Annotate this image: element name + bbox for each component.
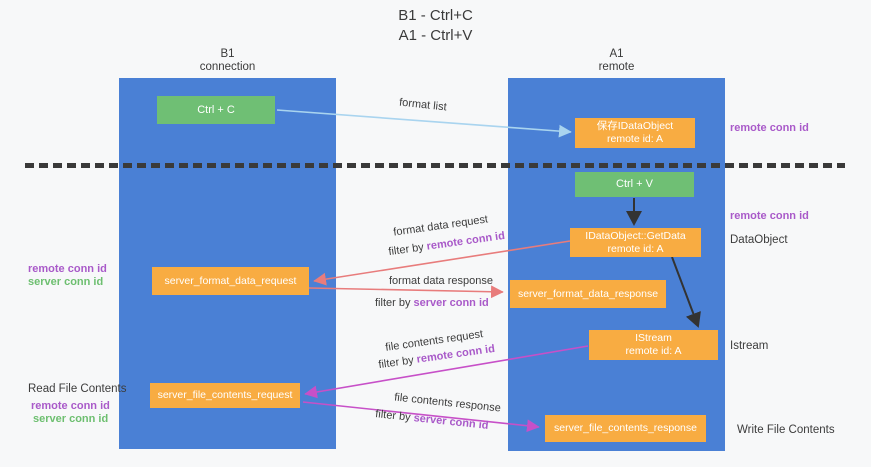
save-idataobject-line1: 保存IDataObject	[596, 120, 674, 132]
format-data-response-label: format data response	[389, 275, 493, 287]
server-file-contents-response-label: server_file_contents_response	[553, 422, 697, 434]
remote-conn-id-text-1: remote conn id	[425, 229, 506, 253]
server-file-contents-request-label: server_file_contents_request	[157, 389, 293, 401]
getdata-line1: IDataObject::GetData	[585, 229, 686, 242]
left-lane-role: connection	[199, 61, 256, 73]
left-server-conn-id-1: server conn id	[28, 276, 104, 288]
save-idataobject-box: 保存IDataObject remote id: A	[575, 118, 695, 148]
server-file-contents-response-box: server_file_contents_response	[545, 415, 706, 442]
filter-by-text-2: filter by	[375, 297, 411, 309]
filter-by-text-4: filter by	[374, 408, 412, 424]
dashed-separator	[25, 163, 845, 168]
left-remote-conn-id-1: remote conn id	[28, 263, 107, 275]
server-file-contents-request-box: server_file_contents_request	[150, 383, 300, 408]
save-idataobject-line2: remote id: A	[606, 133, 664, 145]
getdata-box: IDataObject::GetData remote id: A	[570, 228, 701, 257]
write-file-contents-label: Write File Contents	[737, 424, 835, 436]
dataobject-label: DataObject	[730, 234, 788, 246]
server-format-data-request-label: server_format_data_request	[164, 274, 297, 287]
format-data-response-filter-label: filter by server conn id	[375, 297, 489, 309]
left-remote-conn-id-2: remote conn id	[31, 400, 110, 412]
title-line-1: B1 - Ctrl+C	[398, 7, 473, 24]
istream-line2: remote id: A	[625, 345, 682, 357]
istream-line1: IStream	[635, 332, 672, 344]
server-format-data-response-box: server_format_data_response	[510, 280, 666, 308]
filter-by-text-3: filter by	[377, 354, 415, 372]
istream-box: IStream remote id: A	[589, 330, 718, 360]
left-lane-name: B1	[220, 48, 235, 60]
server-format-data-response-label: server_format_data_response	[517, 287, 659, 300]
ctrl-v-label: Ctrl + V	[616, 178, 653, 190]
filter-by-text-1: filter by	[387, 241, 425, 259]
left-lane-header: B1 connection	[119, 48, 336, 74]
format-data-response-arrow	[308, 285, 504, 299]
server-conn-id-text-1: server conn id	[413, 297, 489, 309]
server-conn-id-text-2: server conn id	[413, 412, 490, 432]
ctrl-v-box: Ctrl + V	[575, 172, 694, 197]
title-line-2: A1 - Ctrl+V	[398, 27, 473, 44]
format-list-label: format list	[398, 96, 448, 114]
left-server-conn-id-2: server conn id	[33, 413, 109, 425]
ctrl-c-label: Ctrl + C	[197, 103, 235, 116]
istream-side-label: Istream	[730, 340, 769, 352]
right-lane-role: remote	[598, 61, 635, 73]
diagram-title: B1 - Ctrl+C A1 - Ctrl+V	[0, 6, 871, 46]
ctrl-c-box: Ctrl + C	[157, 96, 275, 124]
server-format-data-request-box: server_format_data_request	[152, 267, 309, 295]
right-lane-header: A1 remote	[508, 48, 725, 74]
right-lane-name: A1	[609, 48, 624, 60]
read-file-contents-label: Read File Contents	[28, 383, 127, 395]
getdata-line2: remote id: A	[607, 242, 664, 255]
right-remote-conn-id-2: remote conn id	[730, 210, 809, 222]
right-remote-conn-id-1: remote conn id	[730, 122, 809, 134]
